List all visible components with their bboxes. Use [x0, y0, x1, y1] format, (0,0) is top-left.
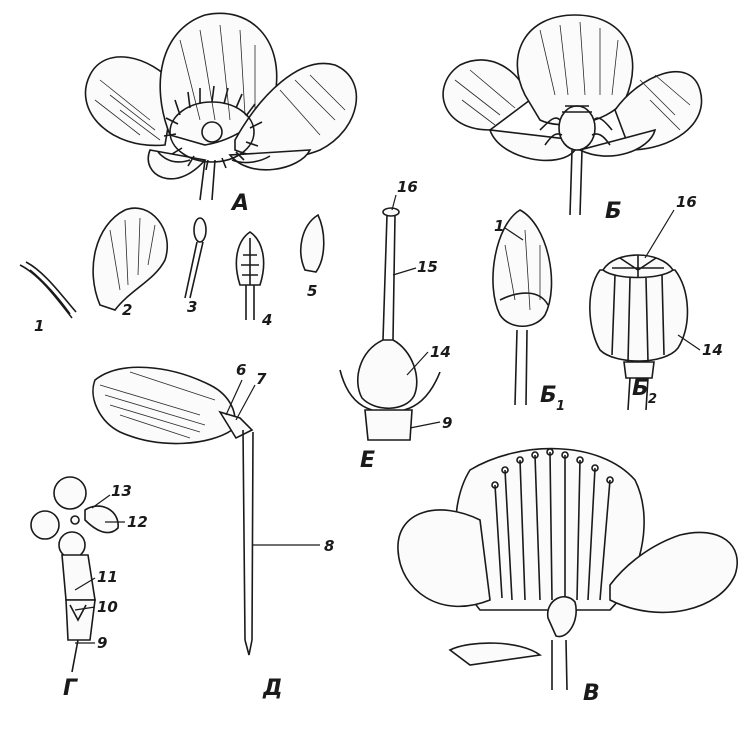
label-number-9-g: 9 — [97, 634, 107, 652]
label-panel-d: Д — [262, 676, 283, 701]
label-number-14-b2: 14 — [702, 341, 723, 359]
drawing-fruitlet-5 — [301, 215, 324, 272]
drawing-v-flower-section — [398, 449, 737, 690]
label-number-1-sepal: 1 — [34, 317, 44, 335]
label-number-1-bud: 1 — [494, 217, 504, 235]
label-number-8: 8 — [324, 537, 334, 555]
label-number-16-e: 16 — [397, 178, 418, 196]
drawing-petal-2 — [93, 208, 167, 310]
label-number-3: 3 — [187, 298, 197, 316]
label-panel-b2-subscript: 2 — [648, 392, 657, 407]
label-panel-a: А — [230, 191, 249, 216]
drawing-e-pistil — [340, 208, 440, 440]
drawing-a-open-flower — [85, 13, 356, 200]
label-number-6: 6 — [236, 361, 246, 379]
label-panel-g: Г — [63, 676, 78, 701]
label-number-7: 7 — [256, 370, 267, 388]
label-number-12: 12 — [127, 513, 148, 531]
label-panel-b1: Б — [540, 383, 557, 408]
label-panel-v: В — [583, 681, 600, 706]
label-panel-b1-subscript: 1 — [556, 399, 565, 414]
label-number-5: 5 — [307, 282, 317, 300]
label-panel-e: Е — [360, 448, 375, 473]
label-number-2: 2 — [122, 301, 132, 319]
drawing-gynoecium-4 — [236, 232, 263, 320]
drawing-b-poppy-flower — [443, 15, 701, 215]
drawing-stamen-3 — [185, 218, 206, 298]
label-number-13: 13 — [111, 482, 132, 500]
label-number-11: 11 — [97, 568, 118, 586]
label-number-9-e: 9 — [442, 414, 452, 432]
label-panel-b: Б — [605, 199, 622, 224]
label-number-10: 10 — [97, 598, 118, 616]
label-number-15: 15 — [417, 258, 438, 276]
label-number-14-e: 14 — [430, 343, 451, 361]
label-panel-b2: Б — [632, 376, 649, 401]
label-number-4: 4 — [261, 311, 272, 329]
label-number-16-b2: 16 — [676, 193, 697, 211]
drawing-sepal-1 — [20, 262, 76, 318]
